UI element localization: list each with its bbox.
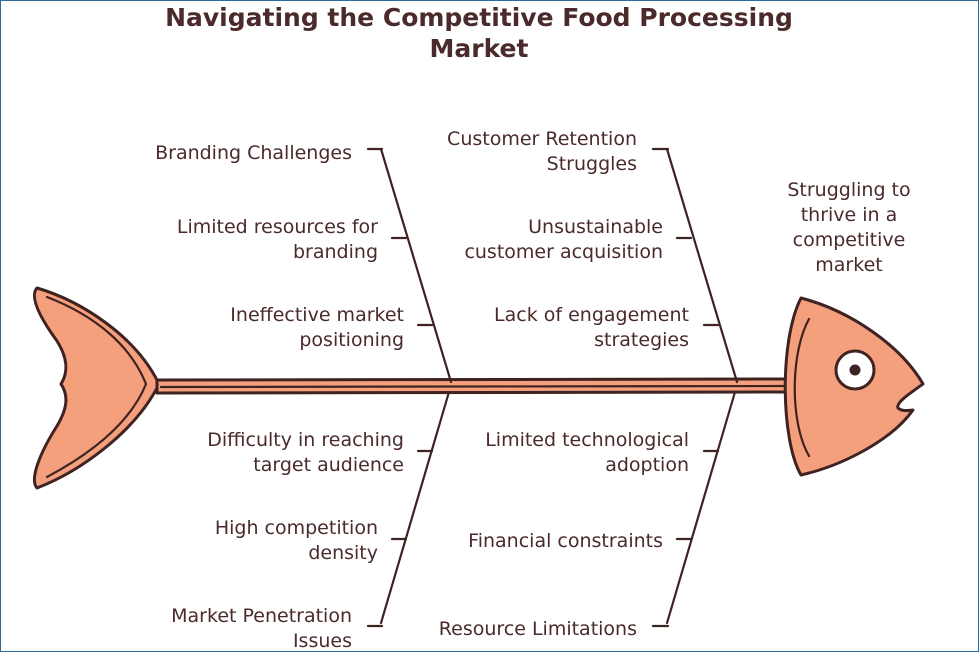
cause-bottom-right-1-line-1: Limited technological	[485, 429, 689, 451]
category-top-left: Branding Challenges	[155, 142, 352, 164]
cause-top-right-2-line-2: strategies	[594, 329, 689, 351]
cause-bottom-left-1-line-1: Difficulty in reaching	[207, 429, 404, 451]
bone-top-left	[379, 147, 453, 384]
category-top-right-line-1: Customer Retention	[447, 128, 637, 150]
effect-label-line-2: thrive in a	[801, 204, 898, 226]
cause-top-left-1-line-2: branding	[293, 241, 378, 263]
effect-label-line-1: Struggling to	[787, 179, 910, 201]
fish-spine-center-line	[159, 384, 791, 389]
cause-top-left-2-line-1: Ineffective market	[230, 304, 404, 326]
cause-top-left-2-line-2: positioning	[299, 329, 404, 351]
cause-top-right-2-line-1: Lack of engagement	[494, 304, 689, 326]
cause-bottom-left-1-line-2: target audience	[253, 454, 404, 476]
cause-bottom-left-2-line-2: density	[308, 542, 378, 564]
cause-top-left-1-line-1: Limited resources for	[177, 216, 378, 238]
category-bottom-right: Resource Limitations	[439, 618, 637, 640]
category-bottom-left-line-2: Issues	[293, 630, 352, 652]
bone-bottom-right	[665, 390, 737, 625]
category-bottom-left-line-1: Market Penetration	[171, 605, 352, 627]
bone-top-right	[665, 147, 739, 384]
category-top-right-line-2: Struggles	[547, 153, 637, 175]
fish-gill-line	[793, 317, 811, 458]
cause-top-right-1-line-2: customer acquisition	[464, 241, 663, 263]
effect-label-line-4: market	[815, 254, 882, 276]
fish-tail-icon	[32, 286, 161, 490]
bone-bottom-left	[379, 390, 451, 625]
fish-pupil-icon	[849, 364, 861, 376]
effect-label-line-3: competitive	[793, 229, 906, 251]
diagram-title-line-2: Market	[430, 34, 529, 63]
diagram-title-line-1: Navigating the Competitive Food Processi…	[165, 3, 793, 32]
cause-bottom-left-2-line-1: High competition	[215, 517, 378, 539]
cause-top-right-1-line-1: Unsustainable	[528, 216, 663, 238]
cause-bottom-right-1-line-2: adoption	[605, 454, 689, 476]
cause-bottom-right-2: Financial constraints	[468, 530, 663, 552]
fish-tail-inner-line	[45, 295, 148, 479]
